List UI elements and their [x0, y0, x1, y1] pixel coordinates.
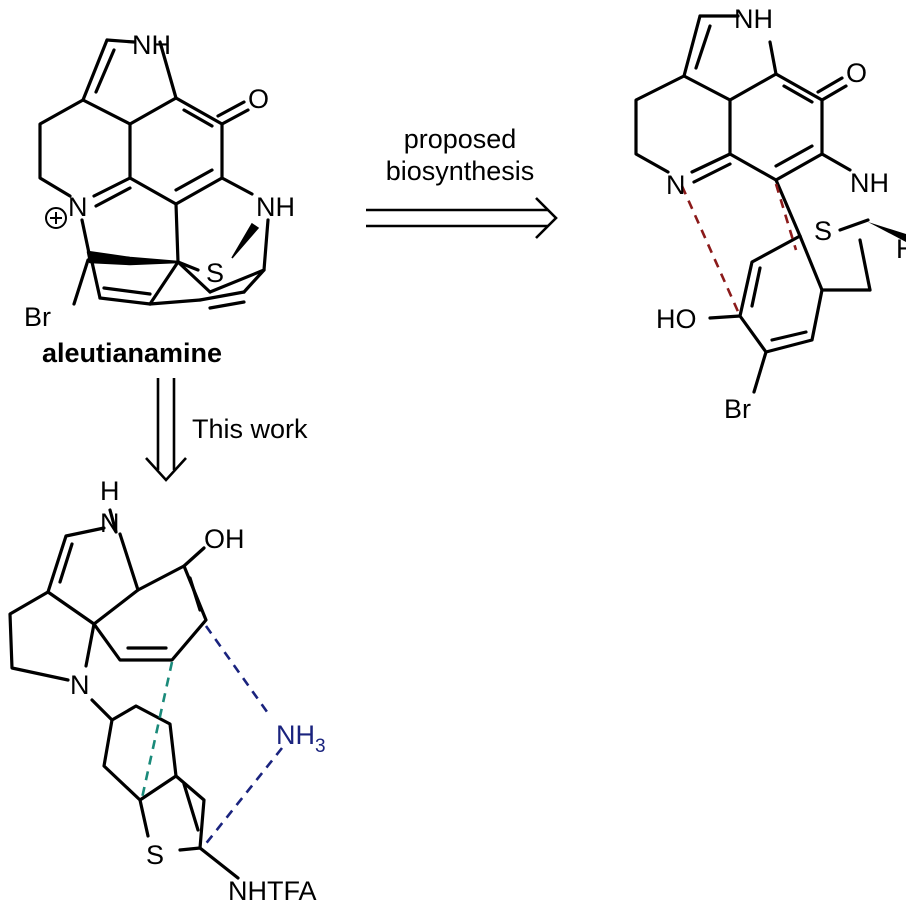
aleutianamine-structure: NH O N NH S Br aleutianamine	[24, 30, 295, 368]
compound-name: aleutianamine	[42, 338, 222, 368]
disconnection-line	[140, 661, 174, 799]
biosynthetic-precursor-structure: NH O N NH S H HO Br	[634, 4, 906, 424]
atom-nh: NH	[734, 4, 773, 34]
atom-nh3: NH3	[276, 720, 326, 757]
atom-br: Br	[724, 394, 751, 424]
atom-n: N	[100, 508, 120, 538]
atom-h: H	[896, 234, 906, 264]
atom-nh3-subscript: 3	[315, 736, 326, 757]
atom-n: N	[70, 670, 90, 700]
atom-nh: NH	[256, 192, 295, 222]
atom-nh: NH	[132, 30, 171, 60]
atom-s: S	[206, 258, 224, 288]
atom-oh: OH	[204, 524, 245, 554]
atom-nhtfa: NHTFA	[228, 876, 317, 906]
atom-n: N	[68, 192, 88, 222]
atom-o: O	[248, 84, 269, 114]
retrosynthesis-arrow-right: proposed biosynthesis	[366, 124, 558, 239]
synthetic-precursor-structure: H N OH N NH3 S NHTFA	[8, 476, 326, 906]
atom-n: N	[666, 170, 686, 200]
atom-nh: NH	[850, 168, 889, 198]
disconnection-line	[202, 747, 284, 847]
atom-o: O	[846, 58, 867, 88]
retrosynthesis-arrow-down: This work	[145, 378, 308, 482]
disconnection-line	[204, 625, 272, 717]
atom-s: S	[814, 216, 832, 246]
disconnection-line	[774, 183, 798, 251]
disconnection-line	[680, 185, 742, 317]
arrow-label-this-work: This work	[192, 414, 308, 444]
atom-ho: HO	[656, 304, 697, 334]
arrow-label-biosynthesis: biosynthesis	[386, 156, 535, 186]
atom-h: H	[100, 476, 120, 506]
atom-br: Br	[24, 302, 51, 332]
atom-nh3-text: NH	[276, 720, 315, 750]
arrow-label-proposed: proposed	[404, 124, 517, 154]
cation-charge-icon	[45, 207, 67, 229]
atom-s: S	[146, 840, 164, 870]
